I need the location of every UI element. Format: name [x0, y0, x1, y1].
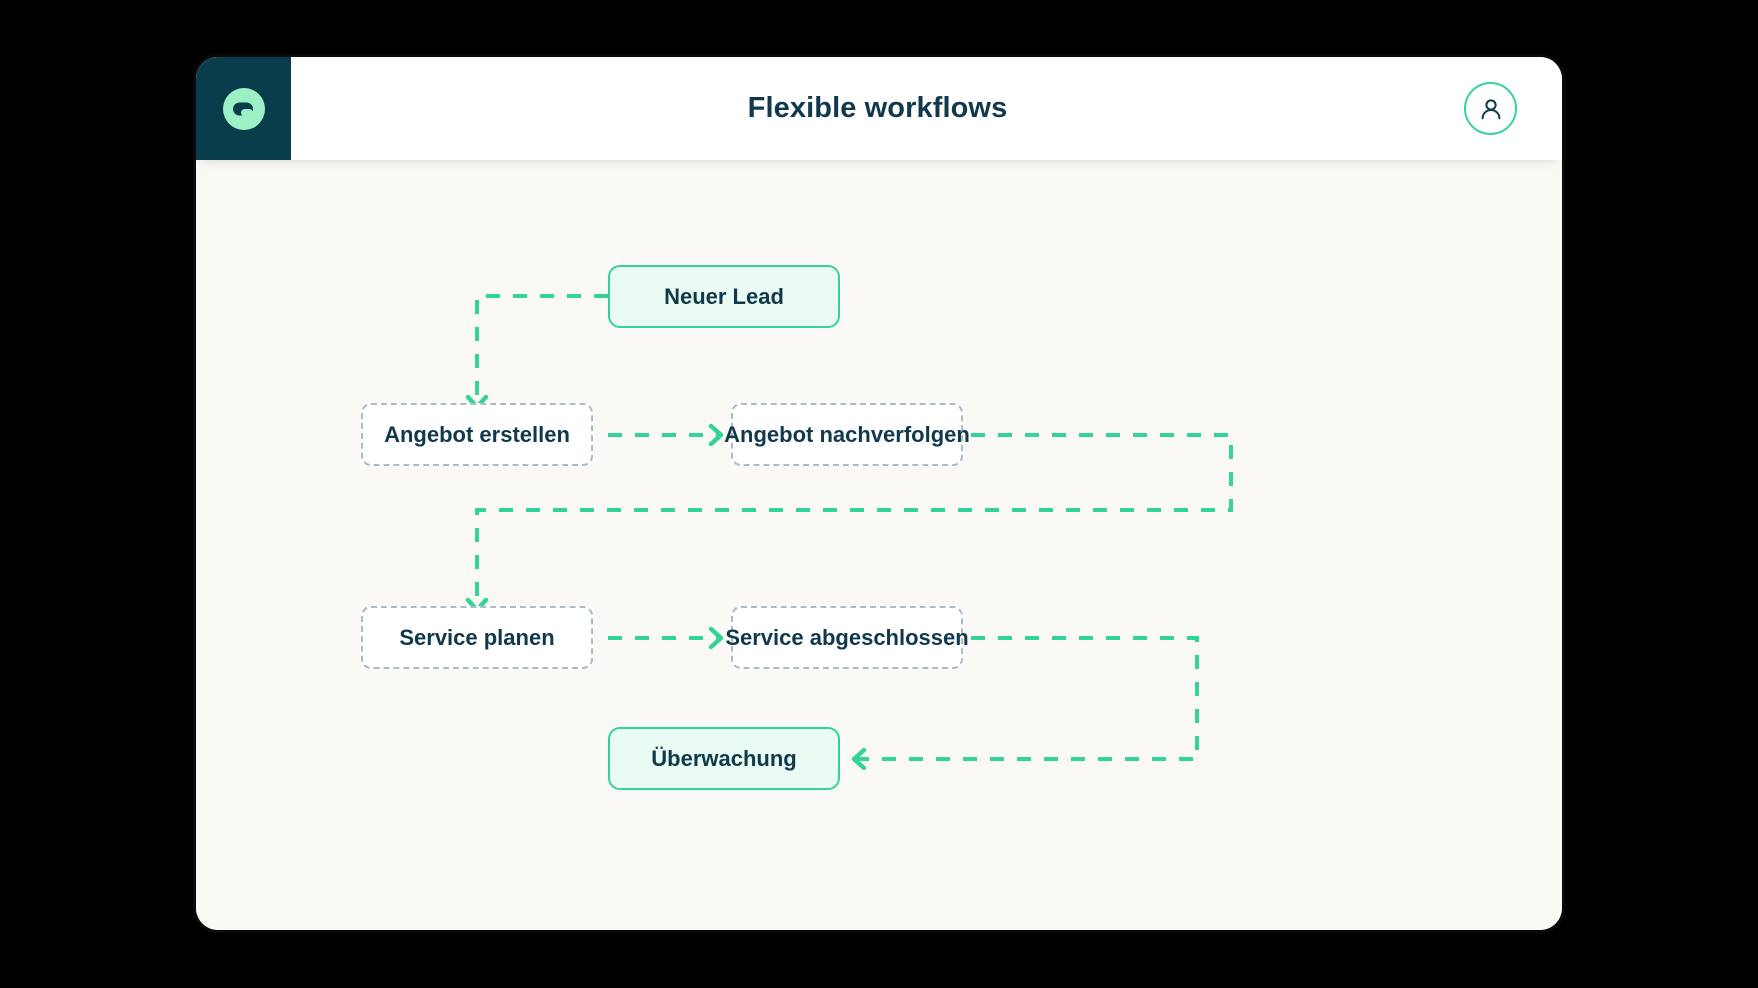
workflow-node-angebot-nachverfolgen[interactable]: Angebot nachverfolgen	[724, 403, 970, 466]
connector-neuer-lead-to-angebot-erstellen	[475, 294, 608, 405]
user-avatar-icon	[1481, 98, 1500, 119]
connector-abgeschlossen-to-ueberwachung	[856, 636, 1199, 761]
connector-nachverfolgen-to-service-planen	[475, 433, 1233, 608]
arrowhead-left-to-ueberwachung	[851, 747, 867, 771]
header-right	[1464, 57, 1562, 160]
workflow-node-service-planen[interactable]: Service planen	[361, 606, 593, 669]
workflow-node-neuer-lead[interactable]: Neuer Lead	[608, 265, 840, 328]
header-center: Flexible workflows	[291, 57, 1464, 160]
workflow-node-service-abgeschlossen[interactable]: Service abgeschlossen	[725, 606, 969, 669]
workflow-connectors	[465, 294, 1233, 771]
avatar[interactable]	[1464, 82, 1517, 135]
workflow-node-angebot-erstellen[interactable]: Angebot erstellen	[361, 403, 593, 466]
workflow-canvas: Neuer Lead Angebot erstellen Angebot nac…	[196, 160, 1562, 930]
page-title: Flexible workflows	[747, 92, 1008, 124]
app-header: Flexible workflows	[196, 57, 1562, 160]
arrowhead-right-to-abgeschlossen	[708, 626, 724, 650]
arrowhead-right-to-nachverfolgen	[708, 423, 724, 447]
logo-tile[interactable]	[196, 57, 291, 160]
app-window: Flexible workflows	[196, 57, 1562, 930]
brand-logo-icon	[222, 87, 265, 130]
workflow-node-ueberwachung[interactable]: Überwachung	[608, 727, 840, 790]
